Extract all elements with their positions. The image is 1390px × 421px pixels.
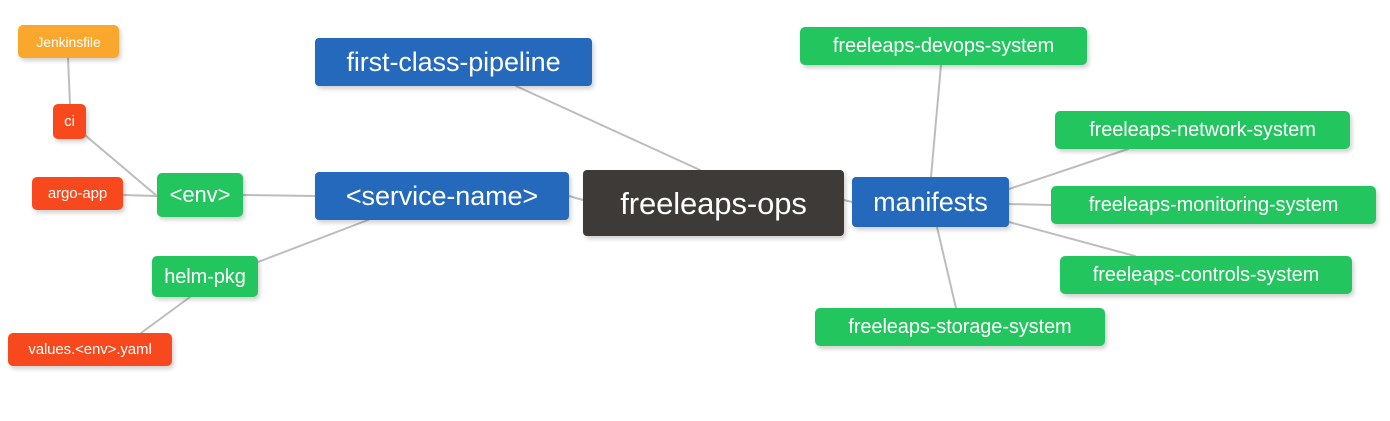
- node-label-service-name: <service-name>: [345, 180, 539, 211]
- node-label-storage-system: freeleaps-storage-system: [848, 316, 1072, 338]
- edge-env-to-service-name: [242, 194, 316, 197]
- node-label-network-system: freeleaps-network-system: [1089, 119, 1316, 141]
- node-monitoring-system[interactable]: freeleaps-monitoring-system: [1051, 186, 1376, 224]
- node-devops-system[interactable]: freeleaps-devops-system: [800, 27, 1087, 65]
- node-label-controls-system: freeleaps-controls-system: [1092, 264, 1320, 286]
- node-first-class-pipeline[interactable]: first-class-pipeline: [315, 38, 592, 86]
- node-service-name[interactable]: <service-name>: [315, 172, 569, 220]
- edge-argo-app-to-env: [122, 194, 158, 197]
- node-env[interactable]: <env>: [157, 173, 243, 217]
- node-manifests[interactable]: manifests: [852, 177, 1009, 227]
- node-label-freeleaps-ops: freeleaps-ops: [620, 185, 807, 221]
- node-controls-system[interactable]: freeleaps-controls-system: [1060, 256, 1352, 294]
- edge-manifests-to-storage-system: [936, 226, 957, 309]
- edge-first-class-pipeline-to-freeleaps-ops: [515, 85, 701, 171]
- edge-jenkinsfile-to-ci: [67, 57, 71, 105]
- node-label-helm-pkg: helm-pkg: [164, 265, 246, 288]
- edge-freeleaps-ops-to-manifests: [843, 199, 853, 203]
- node-helm-pkg[interactable]: helm-pkg: [152, 256, 258, 297]
- node-storage-system[interactable]: freeleaps-storage-system: [815, 308, 1105, 346]
- node-jenkinsfile[interactable]: Jenkinsfile: [18, 25, 119, 58]
- node-freeleaps-ops[interactable]: freeleaps-ops: [583, 170, 844, 236]
- node-network-system[interactable]: freeleaps-network-system: [1055, 111, 1350, 149]
- node-ci[interactable]: ci: [53, 104, 86, 139]
- node-label-argo-app: argo-app: [47, 185, 108, 202]
- node-label-monitoring-system: freeleaps-monitoring-system: [1088, 194, 1339, 216]
- edge-manifests-to-devops-system: [930, 64, 942, 178]
- edge-values-yaml-to-helm-pkg: [140, 296, 191, 334]
- node-label-env: <env>: [169, 182, 231, 207]
- node-label-ci: ci: [64, 113, 75, 130]
- node-argo-app[interactable]: argo-app: [32, 177, 123, 210]
- node-label-manifests: manifests: [873, 186, 988, 217]
- edge-manifests-to-monitoring-system: [1008, 203, 1052, 206]
- node-values-yaml[interactable]: values.<env>.yaml: [8, 333, 172, 366]
- node-label-values-yaml: values.<env>.yaml: [28, 341, 152, 358]
- edge-helm-pkg-to-service-name: [257, 219, 369, 263]
- node-label-jenkinsfile: Jenkinsfile: [36, 33, 101, 50]
- edge-manifests-to-network-system: [1008, 148, 1129, 190]
- node-label-first-class-pipeline: first-class-pipeline: [346, 46, 561, 77]
- edge-service-name-to-freeleaps-ops: [568, 195, 584, 201]
- edge-manifests-to-controls-system: [1008, 221, 1136, 257]
- node-label-devops-system: freeleaps-devops-system: [832, 35, 1055, 57]
